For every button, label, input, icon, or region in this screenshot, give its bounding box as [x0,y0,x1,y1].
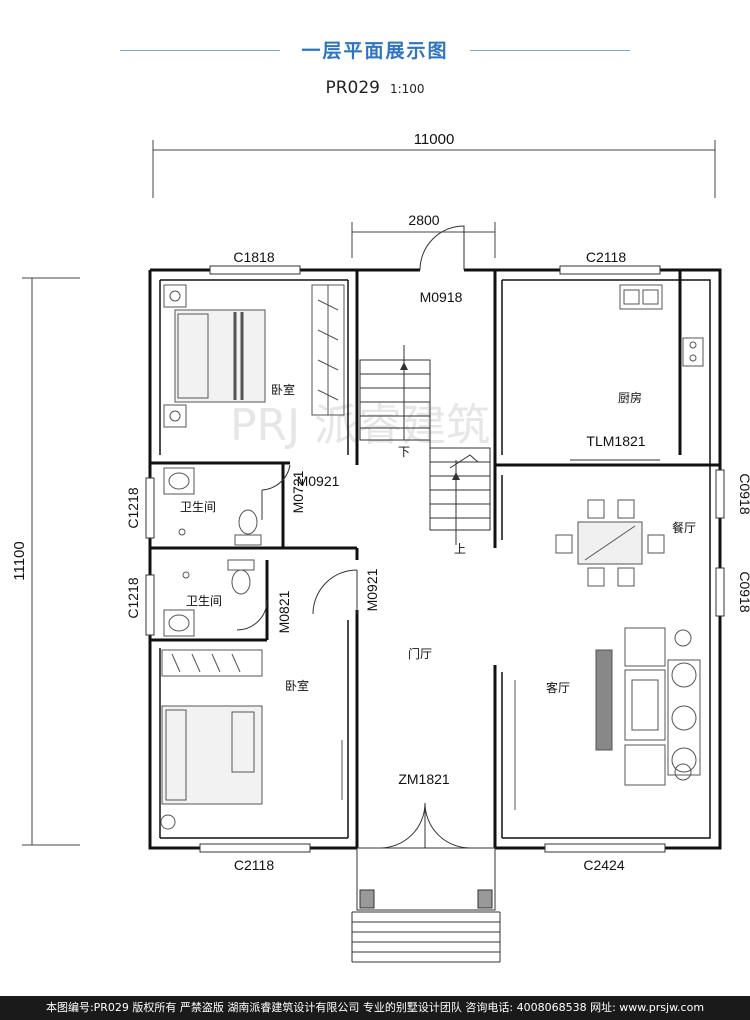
room-label-bedroom-top: 卧室 [271,382,295,397]
doors [236,225,660,849]
bedroom-top-furniture [163,284,345,428]
room-label-kitchen: 厨房 [618,390,642,405]
bathroom-fixtures [163,467,262,637]
stair-label-up: 上 [454,542,466,556]
label-window-dining-1: C0918 [737,473,750,514]
living-room-furniture [514,627,701,810]
dining-table [555,499,665,587]
label-window-bottom-right: C2424 [583,857,624,873]
plan-code-row: PR029 1:100 [0,78,750,98]
room-label-bedroom-bottom: 卧室 [285,678,309,693]
bedroom-bottom-furniture [160,649,343,830]
label-window-bath2: C1218 [125,577,141,618]
label-door-bedroom: M0921 [364,568,380,611]
windows [145,265,725,853]
footer-copyright: 本图编号:PR029 版权所有 严禁盗版 湖南派睿建筑设计有限公司 专业的别墅设… [0,996,750,1020]
page-title: 一层平面展示图 [301,40,449,62]
label-window-bottom-left: C2118 [234,857,274,873]
dim-total-width: 11000 [414,131,455,148]
room-label-bathroom-2: 卫生间 [186,594,222,608]
room-label-living: 客厅 [546,680,570,695]
label-door-kitchen: TLM1821 [586,433,645,449]
room-label-hall: 门厅 [408,646,432,661]
dim-total-height: 11100 [11,541,28,581]
room-label-bathroom-1: 卫生间 [180,500,216,514]
label-window-dining-2: C0918 [737,571,750,612]
title-line-right [470,50,630,51]
stair-arrow-down [400,362,408,370]
plan-code: PR029 [325,78,380,98]
label-window-bath1: C1218 [125,487,141,528]
label-door-entry: ZM1821 [398,771,450,787]
label-door-bath1-side: M0721 [290,470,306,513]
dimension-lines [22,140,716,846]
stair-arrow-up [452,472,460,480]
floor-plan: PRJ 派睿建筑 11000 2800 11100 [11,131,750,963]
title-line-left [120,50,280,51]
title-row: 一层平面展示图 [0,36,750,64]
plan-scale: 1:100 [389,82,425,96]
dim-stair-width: 2800 [408,212,439,228]
label-door-main-top: M0918 [420,289,463,305]
label-door-bath2: M0821 [276,590,292,633]
kitchen-fixtures [619,284,704,367]
entry-porch [351,847,501,963]
stair-label-down: 下 [398,445,410,459]
room-label-dining: 餐厅 [672,520,696,535]
label-window-top-left: C1818 [233,249,274,265]
label-window-top-right: C2118 [586,249,626,265]
label-door-bath1: M0921 [297,473,340,489]
wall-inner-lines [159,279,711,839]
